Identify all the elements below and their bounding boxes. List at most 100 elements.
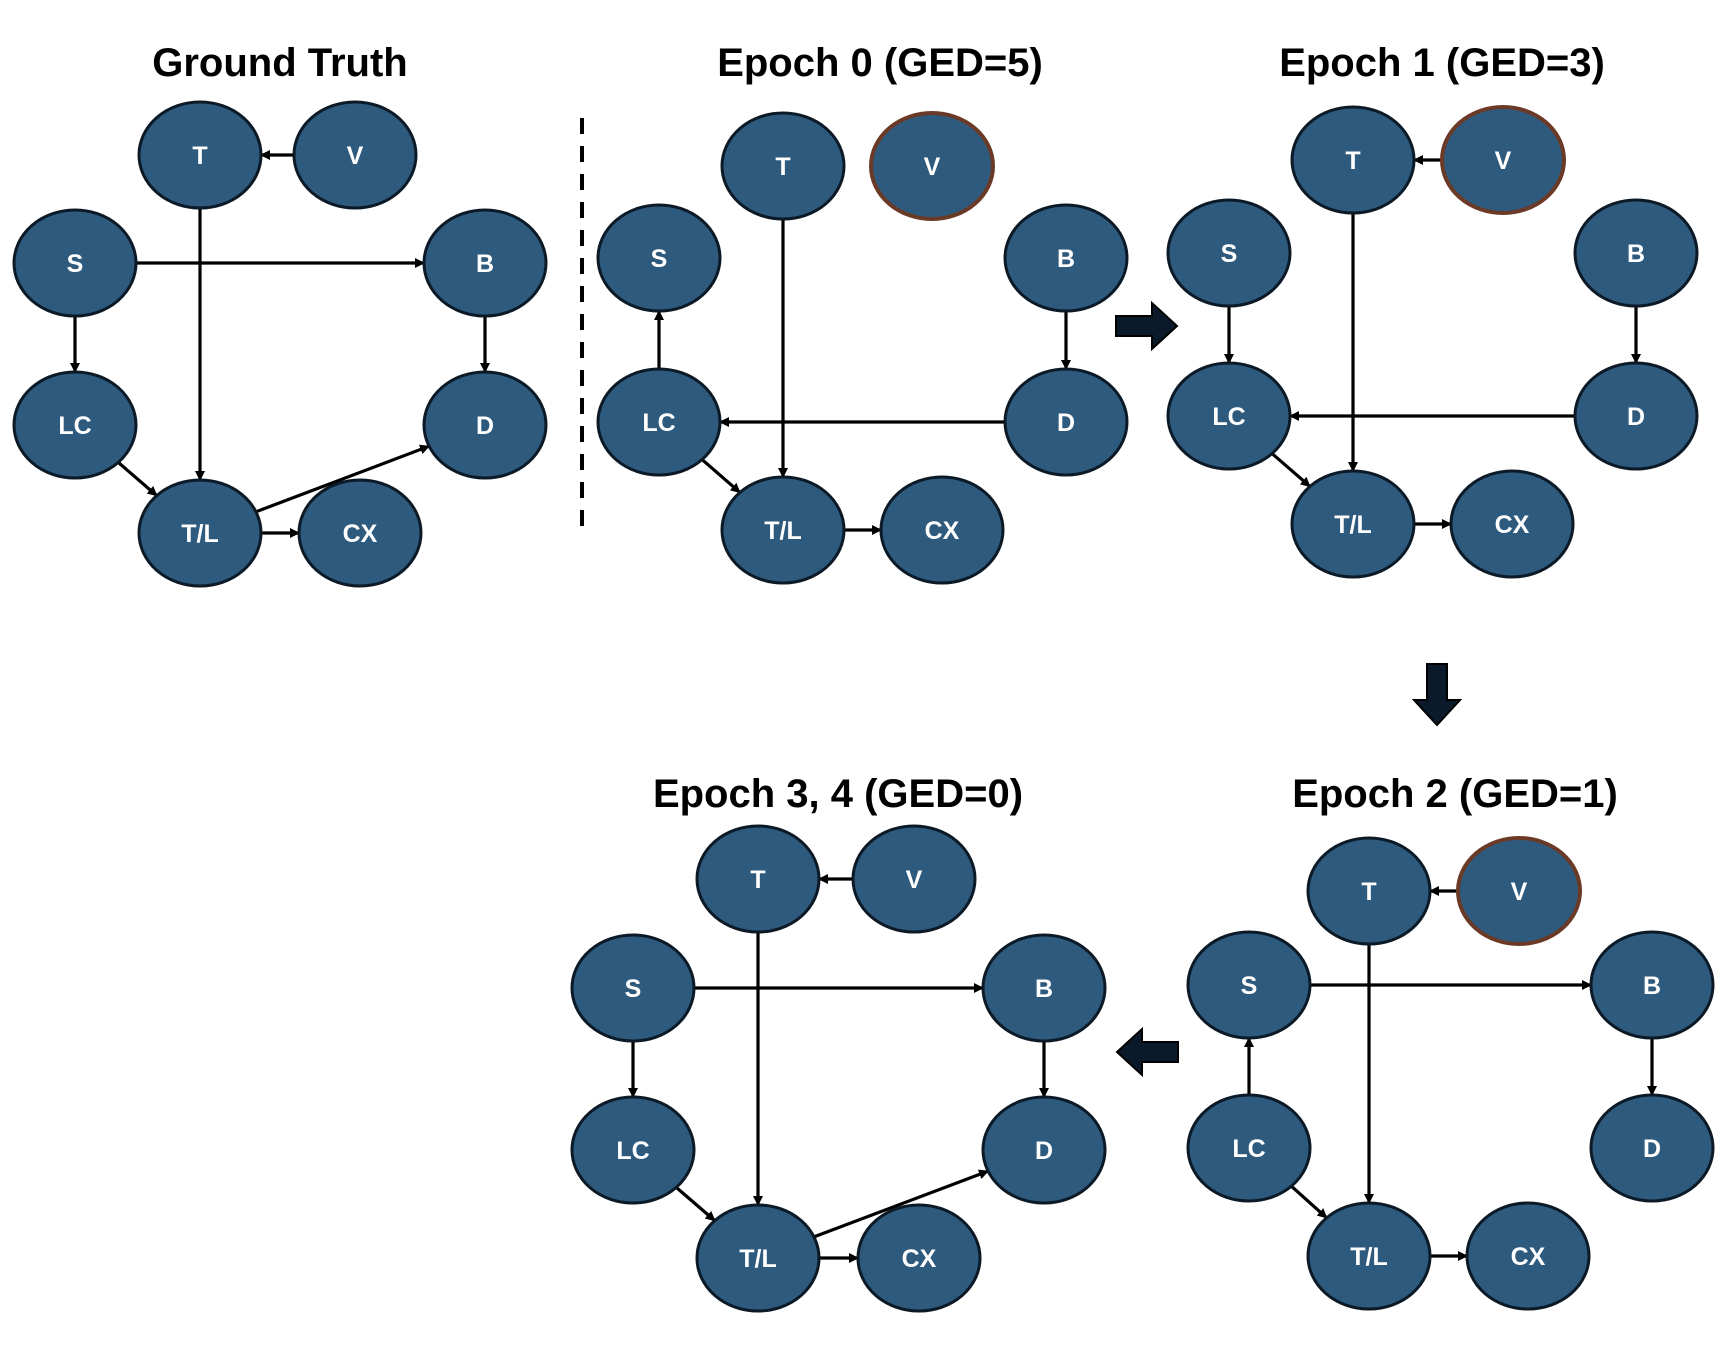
node-tl-label: T/L	[739, 1245, 777, 1273]
panel-epoch-0: Epoch 0 (GED=5) T V S B LC D T/L CX	[596, 41, 1129, 585]
node-t-label: T	[1361, 878, 1376, 906]
node-t-label: T	[1345, 147, 1360, 175]
node-s-label: S	[1221, 240, 1238, 268]
node-v-shape	[869, 111, 995, 221]
edges	[654, 219, 1071, 535]
node-b-shape	[422, 208, 548, 318]
node-b-shape	[1003, 203, 1129, 313]
node-tl-label: T/L	[1350, 1243, 1388, 1271]
node-s-shape	[570, 933, 696, 1043]
node-v: V	[851, 824, 977, 934]
node-b-shape	[981, 933, 1107, 1043]
node-d: D	[981, 1095, 1107, 1205]
node-cx-label: CX	[1511, 1243, 1546, 1271]
node-s-label: S	[67, 250, 84, 278]
node-d-shape	[1003, 367, 1129, 477]
node-v-label: V	[906, 866, 923, 894]
node-s: S	[1186, 930, 1312, 1040]
node-lc: LC	[570, 1095, 696, 1205]
panel-title: Epoch 0 (GED=5)	[717, 41, 1043, 85]
node-b-label: B	[476, 250, 494, 278]
node-s-shape	[1166, 198, 1292, 308]
node-cx-label: CX	[902, 1245, 937, 1273]
node-tl-label: T/L	[764, 517, 802, 545]
node-s-label: S	[651, 245, 668, 273]
node-v-shape	[292, 100, 418, 210]
node-lc-label: LC	[1232, 1135, 1265, 1163]
node-lc: LC	[1166, 361, 1292, 471]
node-lc-label: LC	[642, 409, 675, 437]
node-cx-label: CX	[925, 517, 960, 545]
node-v-shape	[1440, 105, 1566, 215]
node-cx: CX	[879, 475, 1005, 585]
node-t: T	[1290, 105, 1416, 215]
node-tl-label: T/L	[181, 520, 219, 548]
node-s-shape	[596, 203, 722, 313]
node-d: D	[1589, 1093, 1715, 1203]
node-tl-shape	[720, 475, 846, 585]
node-tl-shape	[1290, 469, 1416, 579]
node-cx: CX	[1465, 1201, 1591, 1311]
node-lc-label: LC	[616, 1137, 649, 1165]
node-t: T	[695, 824, 821, 934]
node-b-label: B	[1035, 975, 1053, 1003]
node-b: B	[1573, 198, 1699, 308]
node-b: B	[1003, 203, 1129, 313]
edges	[1244, 886, 1657, 1261]
node-s: S	[596, 203, 722, 313]
edge-lc-to-tl	[117, 461, 158, 497]
node-t-shape	[1306, 836, 1432, 946]
node-cx-shape	[297, 478, 423, 588]
node-b-label: B	[1643, 972, 1661, 1000]
node-b-label: B	[1627, 240, 1645, 268]
node-lc-shape	[1186, 1093, 1312, 1203]
node-t-shape	[695, 824, 821, 934]
nodes: T V S B LC D T/L CX	[596, 111, 1129, 585]
node-tl-label: T/L	[1334, 511, 1372, 539]
node-lc-shape	[596, 367, 722, 477]
node-v: V	[292, 100, 418, 210]
node-v: V	[1456, 836, 1582, 946]
node-v-label: V	[924, 153, 941, 181]
edges	[628, 874, 1049, 1263]
node-d: D	[1573, 361, 1699, 471]
node-s: S	[570, 933, 696, 1043]
node-cx-shape	[1465, 1201, 1591, 1311]
node-d: D	[422, 370, 548, 480]
node-t-shape	[1290, 105, 1416, 215]
node-s: S	[12, 208, 138, 318]
node-v-shape	[851, 824, 977, 934]
edge-lc-to-tl	[1271, 452, 1311, 488]
flow-arrows-layer	[1115, 300, 1463, 1078]
node-tl: T/L	[720, 475, 846, 585]
node-lc: LC	[596, 367, 722, 477]
flow-arrow-left-icon	[1115, 1026, 1179, 1078]
node-t: T	[1306, 836, 1432, 946]
node-v: V	[869, 111, 995, 221]
node-tl: T/L	[695, 1203, 821, 1313]
panel-epoch-2: Epoch 2 (GED=1) T V S B LC D T/L CX	[1186, 772, 1715, 1311]
node-cx: CX	[1449, 469, 1575, 579]
nodes: T V S B LC D T/L CX	[1186, 836, 1715, 1311]
node-cx-label: CX	[1495, 511, 1530, 539]
node-tl-shape	[1306, 1201, 1432, 1311]
edge-lc-to-tl	[675, 1186, 716, 1222]
node-lc-shape	[1166, 361, 1292, 471]
panel-title: Epoch 1 (GED=3)	[1279, 41, 1605, 85]
node-d: D	[1003, 367, 1129, 477]
edges	[1224, 155, 1641, 529]
node-s: S	[1166, 198, 1292, 308]
node-t: T	[137, 100, 263, 210]
flow-arrow-right-icon	[1115, 300, 1179, 352]
edge-lc-to-tl	[1290, 1184, 1328, 1220]
edge-lc-to-tl	[701, 458, 741, 494]
node-t-label: T	[750, 866, 765, 894]
node-d-label: D	[1035, 1137, 1053, 1165]
edges	[70, 150, 490, 538]
node-t-label: T	[775, 153, 790, 181]
panel-title: Epoch 2 (GED=1)	[1292, 772, 1618, 816]
